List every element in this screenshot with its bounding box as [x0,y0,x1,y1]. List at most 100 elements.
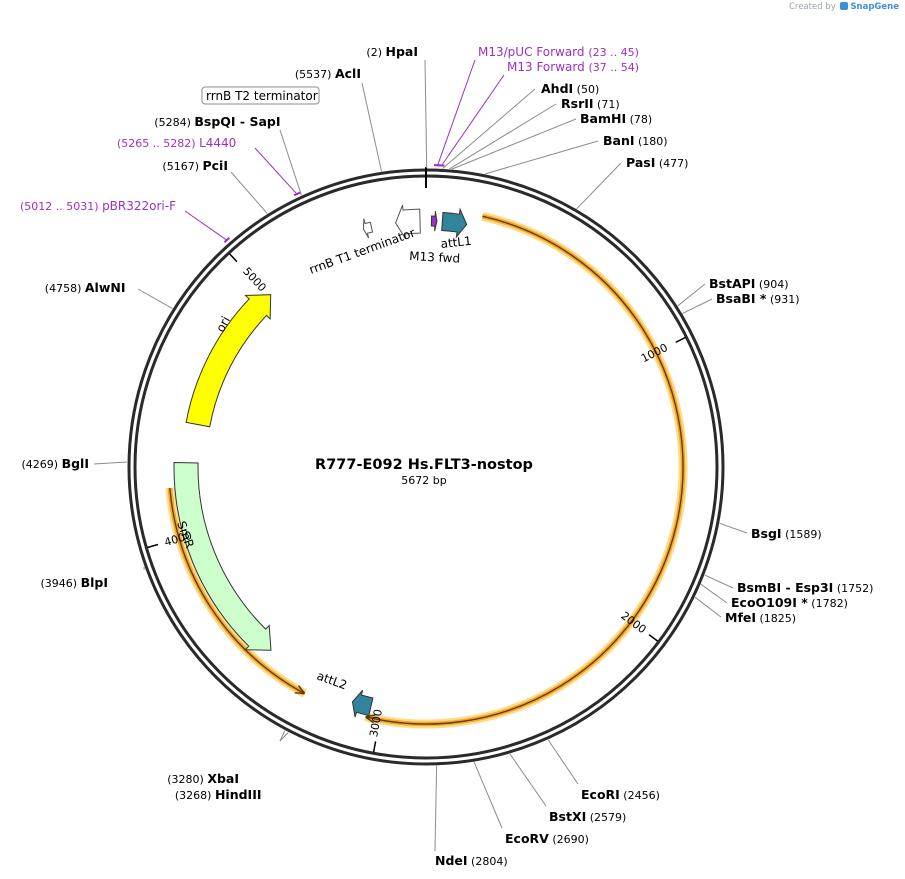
enzyme-hpai[interactable]: (2) HpaI [366,44,428,169]
enzyme-alwni[interactable]: (4758) AlwNI [45,280,173,310]
watermark-prefix: Created by [788,2,836,12]
enzyme-ndei[interactable]: NdeI (2804) [434,765,508,868]
enzyme-xbai-label: (3280) XbaI [167,771,239,786]
enzyme-acli[interactable]: (5537) AclI [295,66,382,172]
enzyme-ahdi-position: (50) [573,83,599,96]
enzyme-ecorv-label: EcoRV (2690) [505,831,589,846]
enzyme-ecoo109i-position: (1782) [808,597,848,610]
enzyme-bgli-label: (4269) BglI [22,456,90,471]
feature-attl2-arrow[interactable] [351,689,374,718]
primer-m13-forward-range: (37 .. 54) [589,61,640,74]
enzyme-pcii-name: PciI [202,158,228,173]
enzyme-bani-position: (180) [635,135,668,148]
enzyme-acli-position: (5537) [295,68,335,81]
enzyme-bamhi[interactable]: BamHI (78) [451,111,652,170]
feature-label-attl2[interactable]: attL2 [315,669,349,693]
feature-smr-track[interactable] [165,487,307,698]
feature-rrnb-t1-terminator-arrow[interactable] [395,204,421,240]
enzyme-pasi[interactable]: PasI (477) [576,155,689,210]
enzyme-layer: (2) HpaI AhdI (50)RsrII (71)BamHI (78) Ban… [22,44,874,868]
enzyme-bspqi-sapi-name: BspQI - SapI [194,114,280,129]
enzyme-rsrii[interactable]: RsrII (71) [449,96,620,170]
enzyme-bani-label: BanI (180) [603,133,668,148]
enzyme-alwni-label: (4758) AlwNI [45,280,126,295]
rrnb-t2-terminator-label[interactable]: rrnB T2 terminator [201,86,320,105]
enzyme-bgli-name: BglI [62,456,89,471]
primer-m13-forward[interactable]: M13 Forward (37 .. 54) [437,60,639,167]
primer-m13-puc-forward[interactable]: M13/pUC Forward (23 .. 45) [433,45,639,167]
enzyme-rsrii-leader [449,103,557,170]
primer-m13-forward-label: M13 Forward (37 .. 54) [507,60,639,74]
enzyme-blpi-name: BlpI [81,575,108,590]
feature-label-m13fwd[interactable]: M13 fwd [409,249,461,266]
primer-m13-puc-forward-leader [436,59,476,167]
feature-label-attl1[interactable]: attL1 [440,234,472,251]
enzyme-bsabi[interactable]: BsaBI * (931) [682,291,800,314]
enzyme-bspqi-sapi-label: (5284) BspQI - SapI [154,114,280,129]
primer-l4440[interactable]: (5265 .. 5282) L4440 [117,136,301,197]
enzyme-alwni-name: AlwNI [85,280,126,295]
enzyme-blpi-label: (3946) BlpI [41,575,109,590]
feature-m13-fwd-arrow[interactable] [430,211,438,232]
enzyme-ecori-position: (2456) [620,789,660,802]
enzyme-ecori[interactable]: EcoRI (2456) [547,739,660,802]
enzyme-mfei-label: MfeI (1825) [725,610,796,625]
primer-l4440-label: (5265 .. 5282) L4440 [117,136,236,150]
enzyme-ecorv[interactable]: EcoRV (2690) [473,761,589,846]
enzyme-xbai[interactable]: (3280) XbaI [167,730,286,786]
enzyme-bsmbi-esp3i[interactable]: BsmBI - Esp3I (1752) [704,574,874,595]
primer-l4440-leader [254,147,298,196]
enzyme-bsabi-position: (931) [766,293,799,306]
enzyme-mfei-name: MfeI [725,610,756,625]
enzyme-hpai-label: (2) HpaI [366,44,418,59]
tick-mark-1000 [675,336,686,344]
enzyme-bgli[interactable]: (4269) BglI [22,456,128,471]
enzyme-bspqi-sapi-position: (5284) [154,116,194,129]
enzyme-bspqi-sapi[interactable]: (5284) BspQI - SapI [154,114,302,196]
primer-pbr322ori-f[interactable]: (5012 .. 5031) pBR322ori-F [20,199,231,243]
feature-ori-arrow[interactable] [185,294,272,428]
enzyme-bani[interactable]: BanI (180) [485,133,668,175]
enzyme-xbai-name: XbaI [207,771,239,786]
primer-pbr322ori-f-name: pBR322ori-F [102,199,176,213]
enzyme-bsgi-name: BsgI [751,526,782,541]
primer-m13-puc-forward-label: M13/pUC Forward (23 .. 45) [478,45,639,59]
enzyme-ecoo109i[interactable]: EcoO109I * (1782) [700,583,848,610]
enzyme-blpi[interactable]: (3946) BlpI [41,566,145,590]
feature-attl1-arrow[interactable] [441,207,468,239]
enzyme-bamhi-label: BamHI (78) [580,111,652,126]
enzyme-acli-label: (5537) AclI [295,66,361,81]
enzyme-bstxi-label: BstXI (2579) [549,809,626,824]
snapgene-logo-icon [840,2,849,10]
enzyme-hpai-position: (2) [366,46,385,59]
enzyme-bsgi[interactable]: BsgI (1589) [719,522,822,541]
enzyme-hindiii[interactable]: (3268) HindIII [175,732,289,802]
feature-orf[interactable] [364,211,688,729]
enzyme-ahdi[interactable]: AhdI (50) [442,81,600,169]
feature-label-rrnbt1[interactable]: rrnB T1 terminator [307,225,417,276]
primer-l4440-range: (5265 .. 5282) [117,137,199,150]
enzyme-hindiii-leader [279,732,289,742]
primer-l4440-name: L4440 [199,136,236,150]
enzyme-hindiii-position: (3268) [175,789,215,802]
enzyme-bstxi[interactable]: BstXI (2579) [509,753,626,824]
enzyme-ahdi-label: AhdI (50) [541,81,599,96]
feature-smr-arrow[interactable] [173,462,272,651]
primer-m13-puc-forward-name: M13/pUC Forward [478,45,588,59]
primer-pbr322ori-f-label: (5012 .. 5031) pBR322ori-F [20,199,176,213]
enzyme-ecorv-name: EcoRV [505,831,549,846]
enzyme-ecori-name: EcoRI [581,787,620,802]
feature-rrnb-t2-terminator-arrow[interactable] [362,218,374,239]
primer-m13-forward-leader [440,74,505,167]
enzyme-pasi-leader [576,162,622,210]
enzyme-bsabi-name: BsaBI * [716,291,767,306]
enzyme-pcii-position: (5167) [162,160,202,173]
enzyme-pcii-leader [230,171,268,214]
enzyme-ndei-position: (2804) [468,855,508,868]
enzyme-bstapi[interactable]: BstAPI (904) [677,276,789,307]
enzyme-pcii[interactable]: (5167) PciI [162,158,268,214]
enzyme-mfei[interactable]: MfeI (1825) [694,596,796,625]
enzyme-mfei-position: (1825) [756,612,796,625]
enzyme-ahdi-leader [442,88,536,169]
feature-label-ori[interactable]: ori [213,314,233,334]
